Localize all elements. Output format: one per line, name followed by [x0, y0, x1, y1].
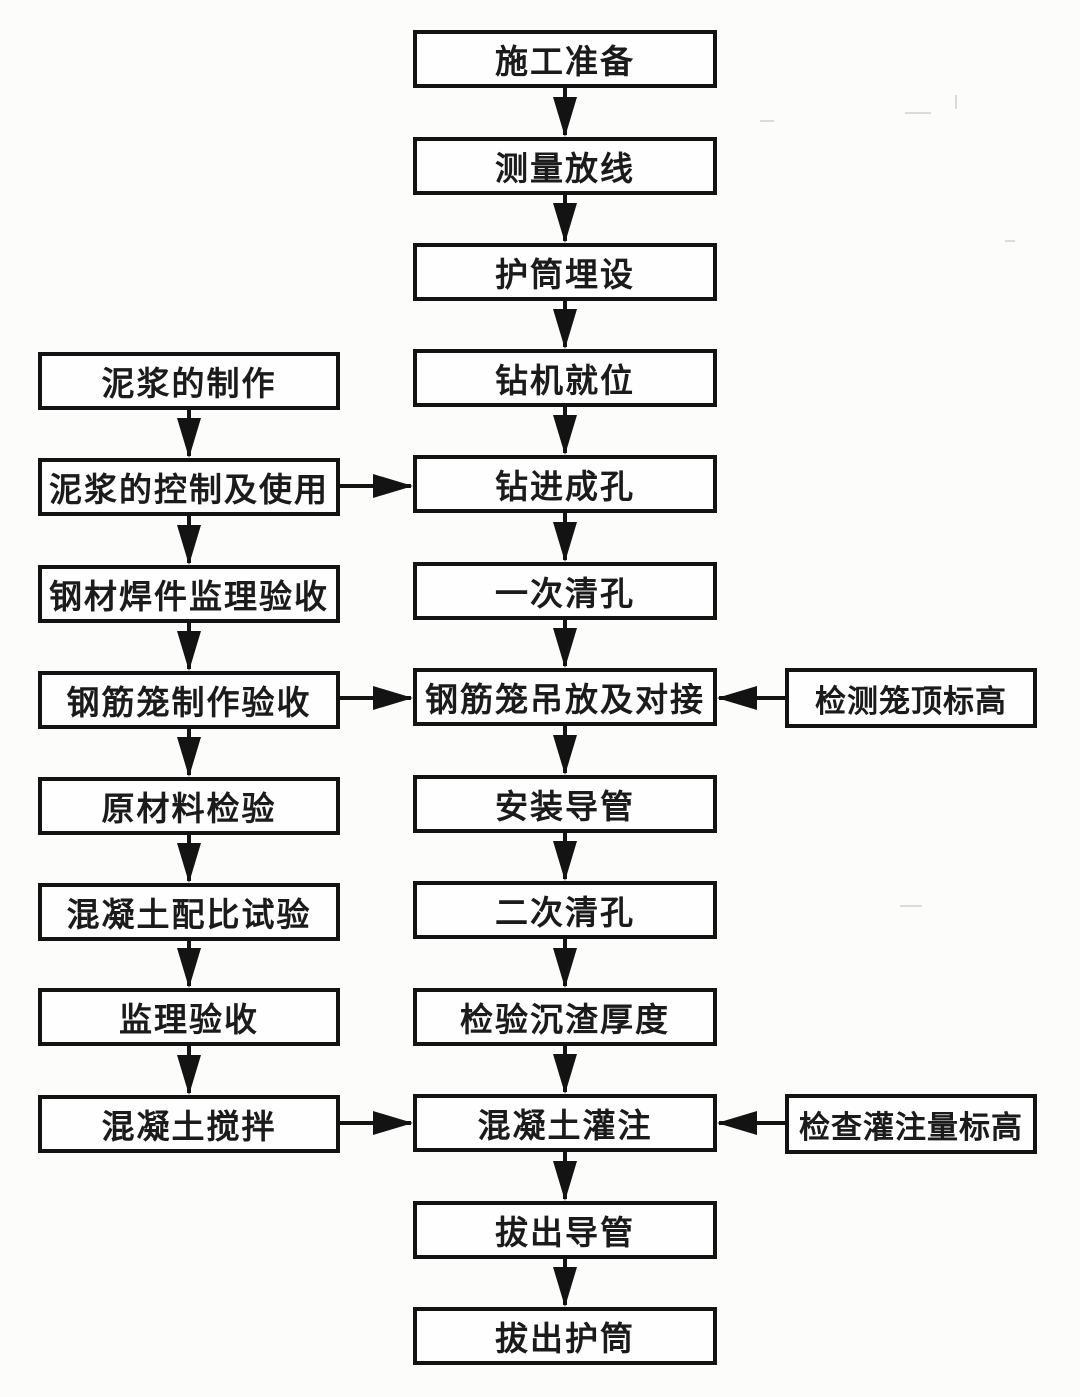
scan-speck — [900, 905, 922, 907]
flow-box-slurry-control-and-use: 泥浆的控制及使用 — [38, 458, 340, 516]
flow-box-sediment-thickness-inspection: 检验沉渣厚度 — [413, 988, 717, 1046]
flow-box-steel-weldment-supervision: 钢材焊件监理验收 — [38, 565, 340, 623]
flow-box-rebar-cage-fabrication-acceptance: 钢筋笼制作验收 — [38, 671, 340, 729]
scan-speck — [955, 95, 957, 109]
flow-box-pouring-volume-elevation-check: 检查灌注量标高 — [785, 1094, 1037, 1154]
flow-box-casing-removal: 拔出护筒 — [413, 1307, 717, 1365]
flow-box-tremie-pipe-removal: 拔出导管 — [413, 1201, 717, 1259]
flow-box-concrete-pouring: 混凝土灌注 — [413, 1094, 717, 1152]
flow-box-survey-setting-out: 测量放线 — [413, 137, 717, 195]
flow-box-construction-preparation: 施工准备 — [413, 30, 717, 88]
scan-speck — [760, 120, 774, 122]
flow-box-supervision-acceptance: 监理验收 — [38, 988, 340, 1046]
scan-speck — [1005, 240, 1015, 242]
flow-box-drilling-hole-forming: 钻进成孔 — [413, 455, 717, 513]
flow-box-concrete-mix-ratio-test: 混凝土配比试验 — [38, 883, 340, 941]
flow-box-concrete-mixing: 混凝土搅拌 — [38, 1095, 340, 1153]
flow-box-rebar-cage-hoisting-docking: 钢筋笼吊放及对接 — [413, 668, 717, 726]
flow-box-first-hole-cleaning: 一次清孔 — [413, 562, 717, 620]
flow-box-raw-material-inspection: 原材料检验 — [38, 777, 340, 835]
flow-box-cage-top-elevation-check: 检测笼顶标高 — [785, 668, 1037, 728]
flow-box-casing-embedding: 护筒埋设 — [413, 243, 717, 301]
scan-speck — [905, 112, 931, 114]
flow-box-tremie-pipe-installation: 安装导管 — [413, 775, 717, 833]
flow-box-drill-rig-positioning: 钻机就位 — [413, 349, 717, 407]
flow-box-second-hole-cleaning: 二次清孔 — [413, 881, 717, 939]
flow-box-slurry-preparation: 泥浆的制作 — [38, 352, 340, 410]
